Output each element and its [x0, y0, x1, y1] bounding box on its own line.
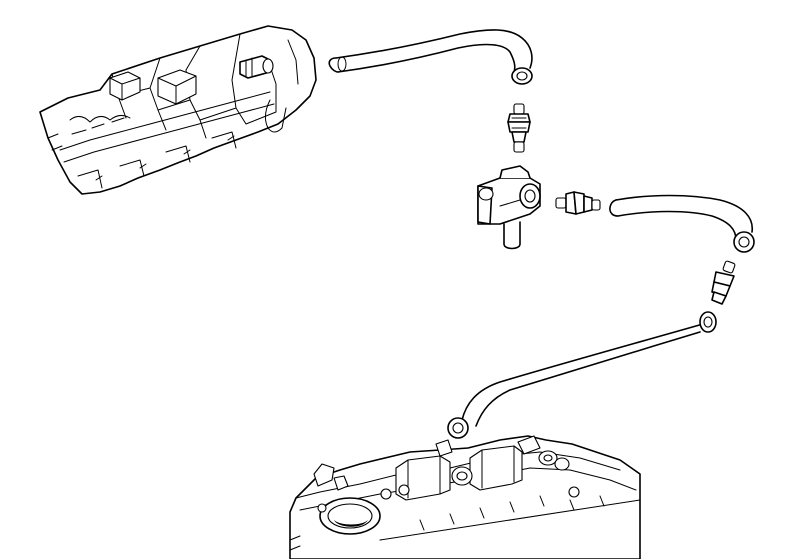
union-fitting-upper [507, 103, 531, 153]
upper-hose [328, 29, 533, 85]
union-fitting-middle [555, 191, 601, 215]
middle-hose [609, 194, 755, 253]
three-way-connector-icon [477, 165, 541, 250]
intake-manifold-icon [39, 25, 317, 195]
lower-hose [447, 311, 717, 439]
cylinder-head-cover-icon [289, 435, 641, 559]
union-fitting-lower [711, 260, 736, 305]
